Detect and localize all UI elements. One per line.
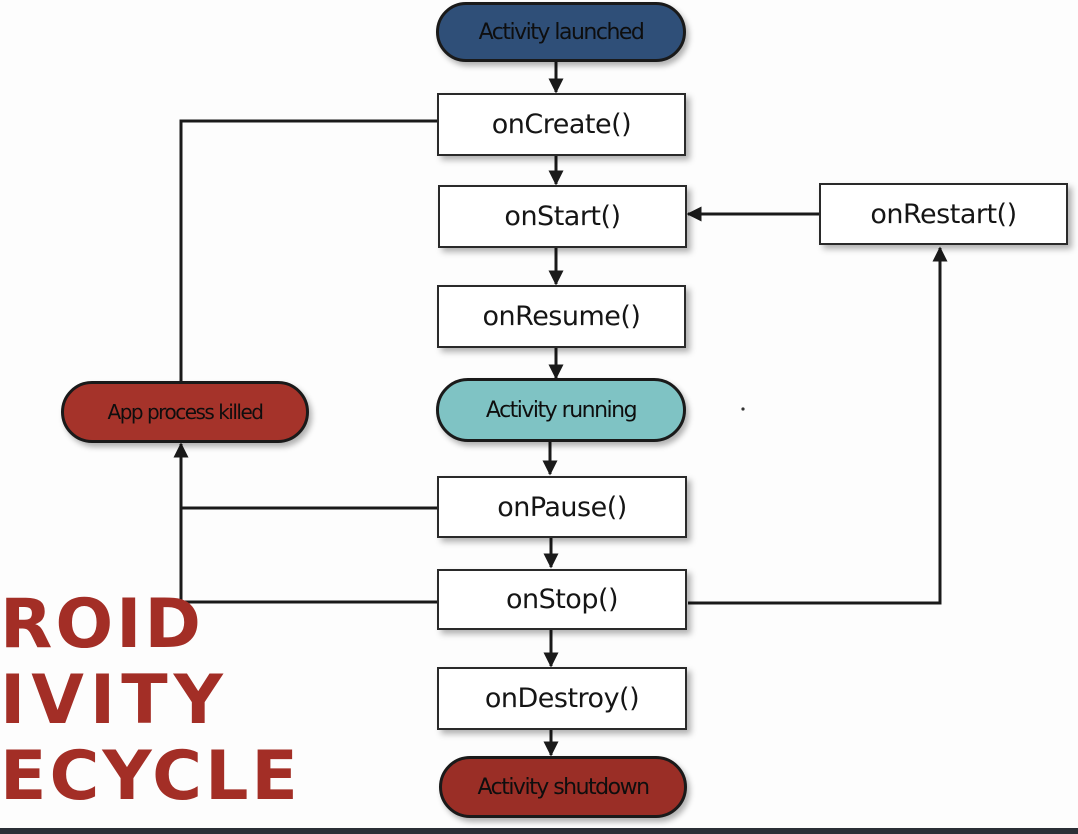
stray-dot [741,407,745,411]
arrow-stop-to-restart [688,246,948,605]
state-activity-running: Activity running [436,378,686,442]
state-activity-shutdown: Activity shutdown [439,756,687,818]
title-fragment-line-1: ROID [0,585,204,664]
title-fragment-line-3: ECYCLE [0,737,301,816]
callback-on-pause: onPause() [437,476,687,538]
title-fragment-line-2: IVITY [0,661,229,740]
callback-on-stop: onStop() [437,569,687,630]
callback-on-start: onStart() [438,185,687,248]
state-activity-launched: Activity launched [436,2,686,62]
state-app-process-killed: App process killed [61,381,309,443]
callback-on-destroy: onDestroy() [437,667,687,730]
bottom-edge-bar [0,828,1078,834]
arrow-pause-to-killed [173,442,437,510]
callback-on-create: onCreate() [437,93,686,156]
line-killed-to-create [179,119,437,381]
line-stop-to-killed [179,508,437,604]
callback-on-restart: onRestart() [819,183,1068,245]
callback-on-resume: onResume() [437,285,686,348]
